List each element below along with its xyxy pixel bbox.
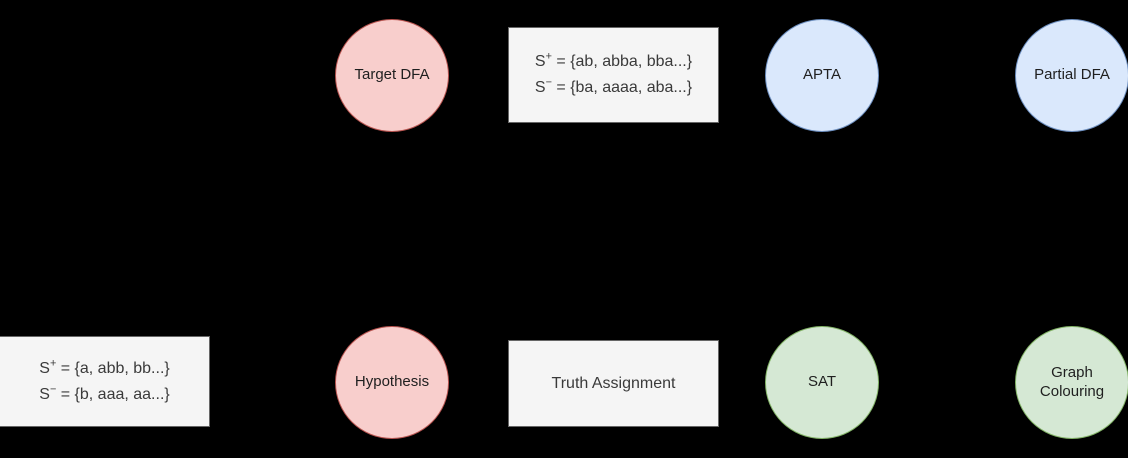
sample-positive-set-bottom: = {a, abb, bb...} xyxy=(56,359,170,377)
node-target-dfa[interactable]: Target DFA xyxy=(335,19,449,132)
node-partial-dfa[interactable]: Partial DFA xyxy=(1015,19,1128,132)
node-truth-assignment[interactable]: Truth Assignment xyxy=(508,340,719,427)
node-graph-colouring-label: Graph Colouring xyxy=(1039,363,1105,400)
sample-positive-symbol-top: S xyxy=(534,53,546,70)
node-hypothesis[interactable]: Hypothesis xyxy=(335,326,449,439)
sample-negative-symbol-bottom: S xyxy=(39,385,50,403)
sample-negative-line-top: S− = {ba, aaaa, aba...} xyxy=(534,76,693,98)
node-apta-label: APTA xyxy=(802,66,842,84)
node-hypothesis-label: Hypothesis xyxy=(354,373,430,391)
node-sample-sets-bottom[interactable]: S+ = {a, abb, bb...} S− = {b, aaa, aa...… xyxy=(0,336,210,427)
node-sat-label: SAT xyxy=(807,373,837,391)
node-truth-assignment-label: Truth Assignment xyxy=(551,374,676,392)
sample-negative-superscript-bottom: − xyxy=(49,383,57,396)
sample-negative-superscript-top: − xyxy=(545,76,552,89)
node-partial-dfa-label: Partial DFA xyxy=(1034,66,1110,84)
sample-positive-symbol-bottom: S xyxy=(39,359,50,377)
sample-positive-line-top: S+ = {ab, abba, bba...} xyxy=(534,50,693,72)
sample-negative-line-bottom: S− = {b, aaa, aa...} xyxy=(39,383,170,405)
sample-positive-set-top: = {ab, abba, bba...} xyxy=(551,53,693,70)
node-graph-colouring[interactable]: Graph Colouring xyxy=(1015,326,1128,439)
sample-positive-superscript-top: + xyxy=(545,50,552,63)
sample-negative-set-top: = {ba, aaaa, aba...} xyxy=(551,79,693,96)
node-sat[interactable]: SAT xyxy=(765,326,879,439)
sample-positive-line-bottom: S+ = {a, abb, bb...} xyxy=(39,357,170,379)
sample-negative-symbol-top: S xyxy=(534,79,546,96)
sample-positive-superscript-bottom: + xyxy=(49,357,57,370)
node-target-dfa-label: Target DFA xyxy=(354,66,430,84)
sample-negative-set-bottom: = {b, aaa, aa...} xyxy=(56,385,170,403)
node-sample-sets-top[interactable]: S+ = {ab, abba, bba...} S− = {ba, aaaa, … xyxy=(508,27,719,123)
node-apta[interactable]: APTA xyxy=(765,19,879,132)
